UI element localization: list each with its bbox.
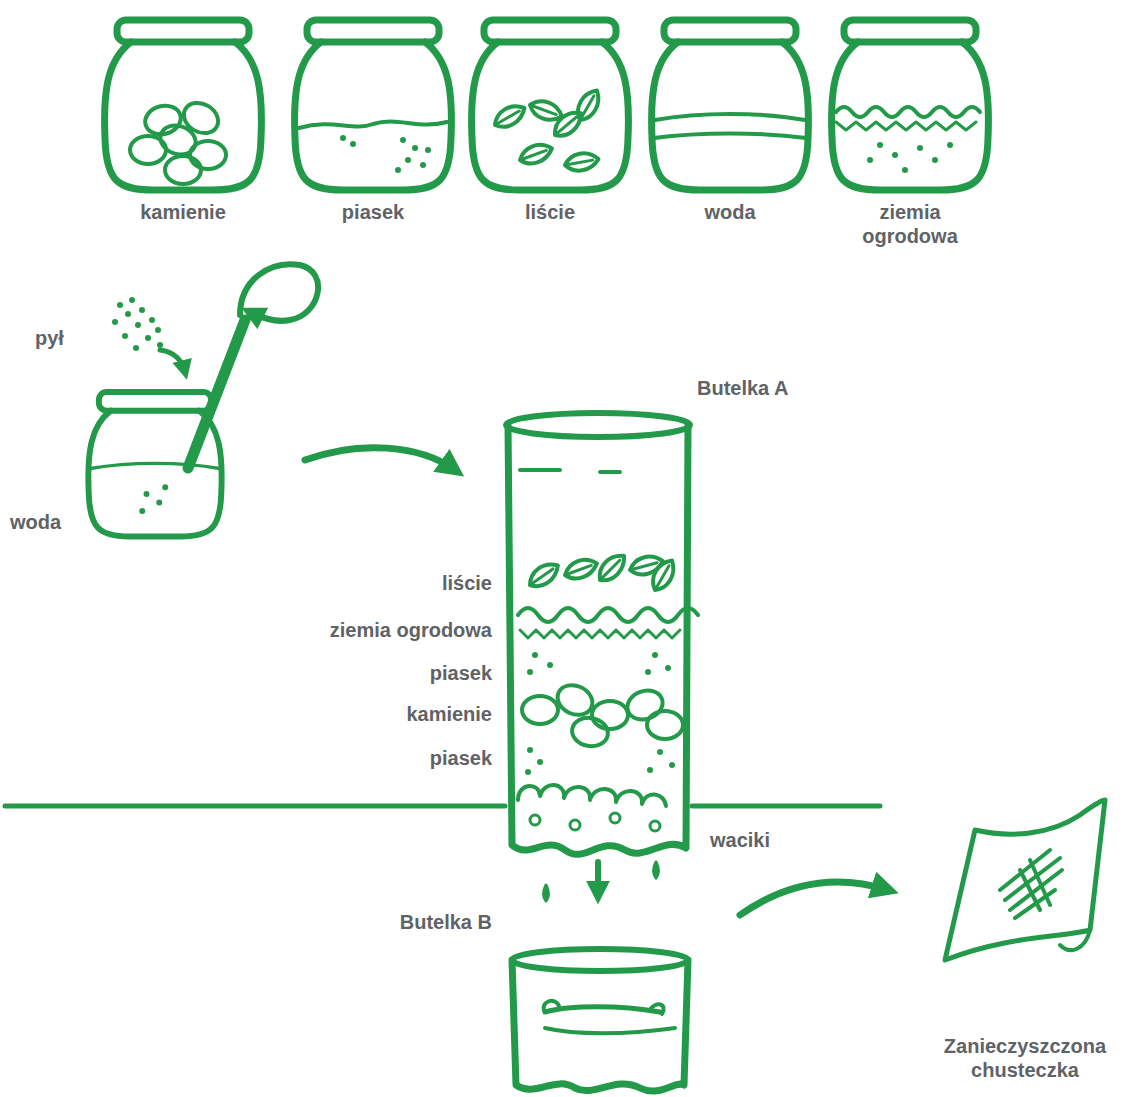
label-text: ziemia ogrodowa — [840, 200, 980, 248]
label-text: waciki — [710, 828, 770, 852]
label-text: kamienie — [406, 702, 492, 726]
label-text: liście — [442, 571, 492, 595]
label-text: woda — [704, 200, 755, 224]
label-text: kamienie — [140, 200, 226, 224]
label-text: Butelka B — [400, 910, 492, 934]
label-text: ziemia ogrodowa — [330, 618, 492, 642]
label-text: piasek — [430, 746, 492, 770]
label-text: piasek — [342, 200, 404, 224]
label-text: piasek — [430, 661, 492, 685]
label-text: pył — [35, 326, 64, 350]
label-text: liście — [525, 200, 575, 224]
label-text: Butelka A — [697, 376, 789, 400]
label-text: Zanieczyszczona chusteczka — [925, 1034, 1125, 1082]
label-text: woda — [10, 510, 61, 534]
